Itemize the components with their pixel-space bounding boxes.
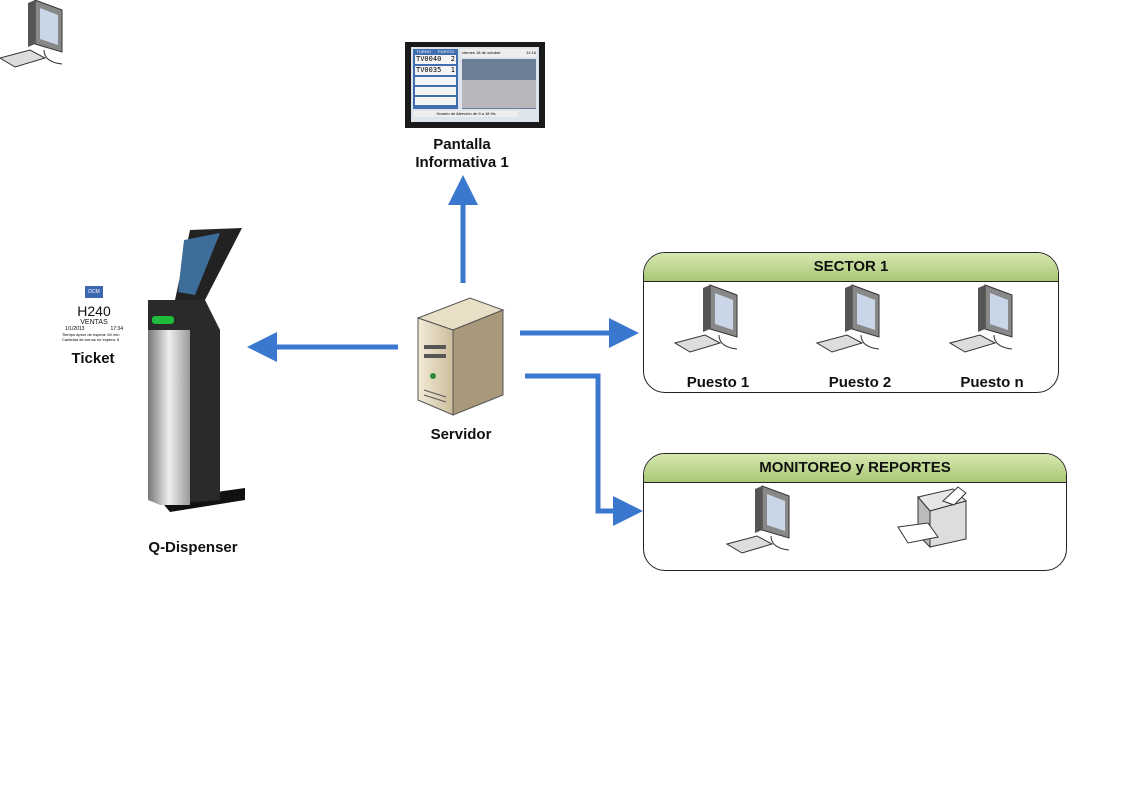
computer-icon bbox=[816, 284, 880, 353]
screen-col-puesto: PUESTO bbox=[438, 49, 455, 54]
ticket: DCM H240 VENTAS 1/1/2013 17:34 Tiempo ap… bbox=[62, 286, 126, 342]
screen-row: TV0040 2 bbox=[416, 55, 455, 63]
screen-time: 11:16 bbox=[526, 50, 536, 55]
station-label: Puesto 1 bbox=[686, 374, 750, 391]
ticket-logo: DCM bbox=[85, 286, 103, 298]
arrow-to-monitoring bbox=[525, 373, 643, 526]
screen-label-line2: Informativa 1 bbox=[415, 154, 509, 171]
kiosk-label: Q-Dispenser bbox=[148, 539, 238, 556]
computer-icon bbox=[949, 284, 1013, 353]
printer-icon bbox=[897, 486, 967, 549]
screen-header: TURNO PUESTO bbox=[413, 49, 458, 54]
server-image bbox=[416, 297, 505, 416]
ticket-number: H240 bbox=[77, 303, 111, 319]
screen-turno: TV0040 bbox=[416, 55, 442, 63]
ticket-time: 17:34 bbox=[110, 326, 123, 332]
screen-turno: TV0035 bbox=[416, 66, 442, 74]
station-label: Puesto n bbox=[960, 374, 1024, 391]
ticket-department: VENTAS bbox=[80, 319, 108, 326]
monitoring-title: MONITOREO y REPORTES bbox=[644, 454, 1066, 483]
server-label: Servidor bbox=[430, 426, 492, 443]
screen-datetime: viernes 18 de octubre 11:16 bbox=[462, 49, 536, 57]
monitoring-group: MONITOREO y REPORTES bbox=[643, 453, 1067, 571]
ticket-wait: Tiempo aprox de espera: 60 min bbox=[62, 332, 120, 337]
screen-row: TV0035 1 bbox=[416, 66, 455, 74]
screen-footer: Horario de Atención de 9 a 18 Hs bbox=[436, 111, 496, 116]
station-label: Puesto 2 bbox=[828, 374, 892, 391]
sector-title: SECTOR 1 bbox=[644, 253, 1058, 282]
ticket-date: 1/1/2013 bbox=[65, 326, 85, 332]
screen-date: viernes 18 de octubre bbox=[462, 50, 501, 55]
screen-puesto: 2 bbox=[450, 55, 455, 63]
q-dispenser-image bbox=[148, 228, 245, 512]
screen-puesto: 1 bbox=[450, 66, 455, 74]
computer-icon bbox=[674, 284, 738, 353]
computer-icon bbox=[726, 485, 790, 554]
ticket-label: Ticket bbox=[71, 350, 115, 367]
info-screen-image bbox=[405, 42, 545, 128]
screen-label-line1: Pantalla bbox=[433, 136, 491, 153]
screen-col-turno: TURNO bbox=[416, 49, 431, 54]
ticket-queue: Cantidad de turnos en espera: 5 bbox=[62, 337, 120, 342]
